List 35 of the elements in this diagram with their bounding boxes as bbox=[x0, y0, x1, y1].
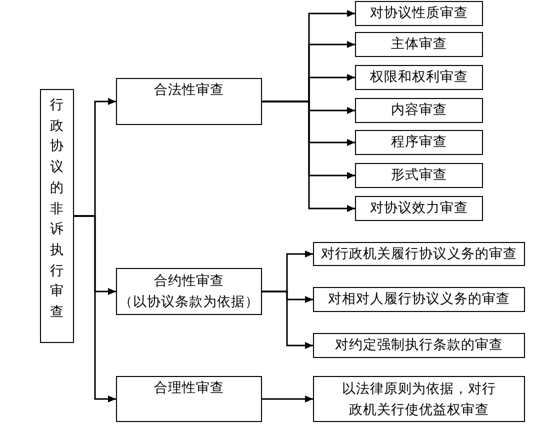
item-box bbox=[313, 242, 525, 266]
item-text: 对协议性质审查 bbox=[370, 4, 468, 23]
arrow bbox=[262, 100, 355, 212]
arrow bbox=[262, 290, 313, 349]
category-title: 合约性审查 bbox=[154, 272, 224, 290]
item-box bbox=[355, 65, 483, 90]
item-text: 内容审查 bbox=[391, 101, 447, 120]
item-box bbox=[355, 1, 483, 26]
arrow bbox=[74, 215, 116, 402]
item-text: 对相对人履行协议义务的审查 bbox=[328, 290, 510, 309]
item-box bbox=[355, 32, 483, 57]
category-box bbox=[116, 268, 262, 315]
item-text: 程序审查 bbox=[391, 133, 447, 152]
item-text: 对约定强制执行条款的审查 bbox=[335, 336, 503, 355]
item-text: 权限和权利审查 bbox=[370, 68, 468, 87]
title-box bbox=[40, 89, 74, 343]
item-box bbox=[313, 333, 525, 358]
category-note: （以协议条款为依据） bbox=[119, 292, 259, 312]
item-box bbox=[355, 130, 483, 155]
category-box bbox=[116, 376, 262, 422]
item-text: 主体审查 bbox=[391, 35, 447, 54]
item-box bbox=[313, 287, 525, 312]
title-text: 行政协议的非诉执行审查 bbox=[50, 96, 64, 322]
item-box bbox=[355, 98, 483, 123]
item-box bbox=[355, 196, 483, 221]
category-box bbox=[116, 78, 262, 125]
arrow bbox=[262, 396, 313, 402]
item-text: 形式审查 bbox=[391, 166, 447, 185]
item-text: 以法律原则为依据，对行政机关行使优益权审查 bbox=[341, 380, 497, 420]
item-box bbox=[355, 163, 483, 188]
item-box bbox=[313, 376, 525, 422]
category-title: 合法性审查 bbox=[154, 81, 224, 100]
item-text: 对协议效力审查 bbox=[370, 199, 468, 218]
item-text: 对行政机关履行协议义务的审查 bbox=[321, 244, 517, 264]
category-title: 合理性审查 bbox=[154, 379, 224, 398]
